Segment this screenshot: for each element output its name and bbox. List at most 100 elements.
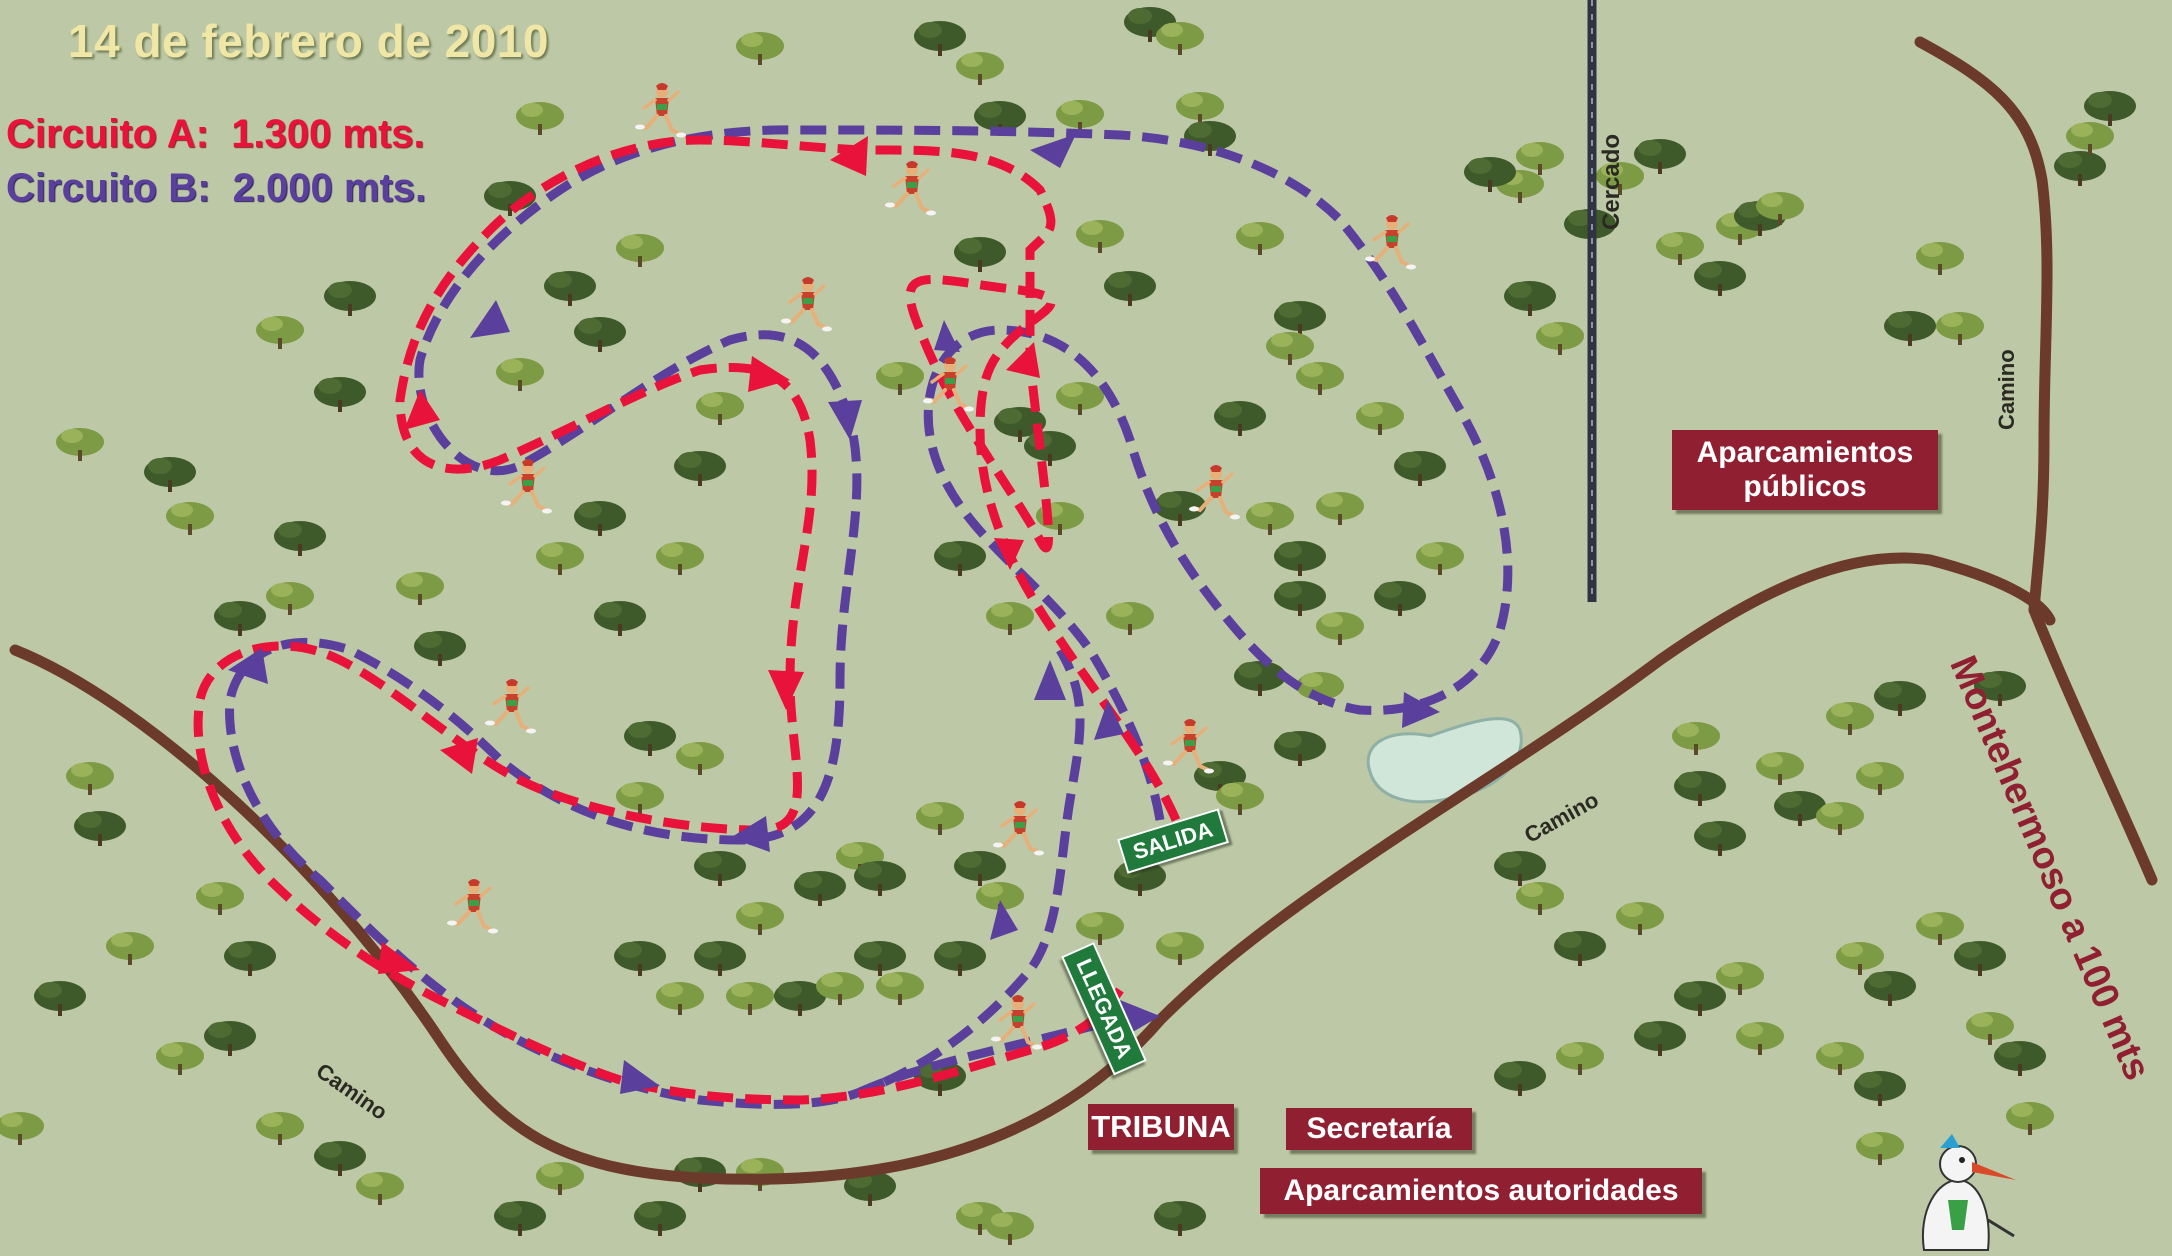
arrow-b <box>1030 134 1076 168</box>
tree-icon <box>106 932 154 965</box>
tree-icon <box>1274 301 1326 336</box>
arrow-a <box>440 738 478 774</box>
secretaria-label: Secretaría <box>1286 1108 1472 1150</box>
tree-icon <box>1416 542 1464 575</box>
arrow-b <box>934 320 960 352</box>
tree-icon <box>794 871 846 906</box>
tree-icon <box>1756 752 1804 785</box>
arrow-b <box>228 648 268 684</box>
tree-icon <box>314 377 366 412</box>
fence-label: Cercado <box>1598 133 1625 230</box>
tree-icon <box>1674 981 1726 1016</box>
tree-icon <box>1316 612 1364 645</box>
legend-circuit-b-label: Circuito B: <box>6 166 211 210</box>
tree-icon <box>396 572 444 605</box>
tree-icon <box>536 1162 584 1195</box>
tree-icon <box>1816 802 1864 835</box>
tree-icon <box>876 362 924 395</box>
stork-mascot-icon <box>1921 1134 2016 1251</box>
tree-icon <box>1236 222 1284 255</box>
parking-public-label: Aparcamientos públicos <box>1672 430 1938 510</box>
tree-icon <box>1672 722 1720 755</box>
tree-icon <box>854 861 906 896</box>
tree-icon <box>934 941 986 976</box>
tree-icon <box>1856 762 1904 795</box>
tree-icon <box>1616 902 1664 935</box>
tree-icon <box>876 972 924 1005</box>
tree-icon <box>1936 312 1984 345</box>
arrow-b <box>1402 692 1440 728</box>
tree-icon <box>1516 882 1564 915</box>
tree-icon <box>196 882 244 915</box>
parking-public-line2: públicos <box>1743 470 1867 503</box>
tree-icon <box>224 941 276 976</box>
tree-icon <box>1856 1132 1904 1165</box>
tree-icon <box>204 1021 256 1056</box>
tree-icon <box>1556 1042 1604 1075</box>
tree-icon <box>594 601 646 636</box>
tree-icon <box>0 1112 44 1145</box>
tree-icon <box>614 941 666 976</box>
tree-icon <box>736 32 784 65</box>
tree-icon <box>56 428 104 461</box>
tribuna-label: TRIBUNA <box>1088 1104 1234 1150</box>
tree-icon <box>1296 362 1344 395</box>
tree-icon <box>1176 92 1224 125</box>
runner-icon <box>483 677 538 736</box>
tree-icon <box>1494 1061 1546 1096</box>
tree-icon <box>954 237 1006 272</box>
tree-icon <box>1536 322 1584 355</box>
tree-icon <box>1214 401 1266 436</box>
tree-icon <box>954 851 1006 886</box>
tree-icon <box>1916 912 1964 945</box>
tree-icon <box>1274 731 1326 766</box>
tree-icon <box>1504 281 1556 316</box>
tree-icon <box>1634 1021 1686 1056</box>
arrow-b <box>1034 660 1066 700</box>
tree-icon <box>1076 220 1124 253</box>
tree-icon <box>656 542 704 575</box>
tree-icon <box>266 582 314 615</box>
tree-icon <box>1674 771 1726 806</box>
tree-icon <box>1216 782 1264 815</box>
tree-icon <box>1994 1041 2046 1076</box>
tree-icon <box>694 941 746 976</box>
tree-icon <box>934 541 986 576</box>
arrow-b <box>828 400 862 440</box>
tree-icon <box>1156 22 1204 55</box>
tree-icon <box>1634 139 1686 174</box>
legend-circuit-b-distance: 2.000 mts. <box>232 166 427 210</box>
tree-icon <box>624 721 676 756</box>
tree-icon <box>1056 382 1104 415</box>
arrow-b <box>730 816 770 852</box>
tree-icon <box>1874 681 1926 716</box>
route-arrows <box>228 134 1440 1094</box>
tree-icon <box>1816 1042 1864 1075</box>
tree-icon <box>2084 91 2136 126</box>
legend-circuit-a: Circuito A: 1.300 mts. <box>6 112 425 157</box>
tree-icon <box>1104 271 1156 306</box>
tree-icon <box>1916 242 1964 275</box>
arrow-b <box>470 300 510 338</box>
tree-icon <box>1494 851 1546 886</box>
tree-icon <box>1056 100 1104 133</box>
tree-icon <box>696 392 744 425</box>
road-camino-north <box>1914 36 2053 616</box>
tree-icon <box>676 742 724 775</box>
tree-icon <box>634 1201 686 1236</box>
legend-circuit-a-distance: 1.300 mts. <box>231 112 425 156</box>
tree-icon <box>1274 541 1326 576</box>
tree-icon <box>1374 581 1426 616</box>
parking-public-line1: Aparcamientos <box>1696 435 1914 469</box>
arrow-a <box>768 670 804 710</box>
tree-icon <box>914 21 966 56</box>
tree-icon <box>1024 431 1076 466</box>
legend-circuit-b: Circuito B: 2.000 mts. <box>6 166 426 211</box>
runner-icon <box>991 799 1046 858</box>
runner-icon <box>445 877 500 936</box>
tree-icon <box>1884 311 1936 346</box>
tree-icon <box>1234 661 1286 696</box>
runner-icon <box>883 159 938 218</box>
arrow-a <box>1006 342 1040 378</box>
